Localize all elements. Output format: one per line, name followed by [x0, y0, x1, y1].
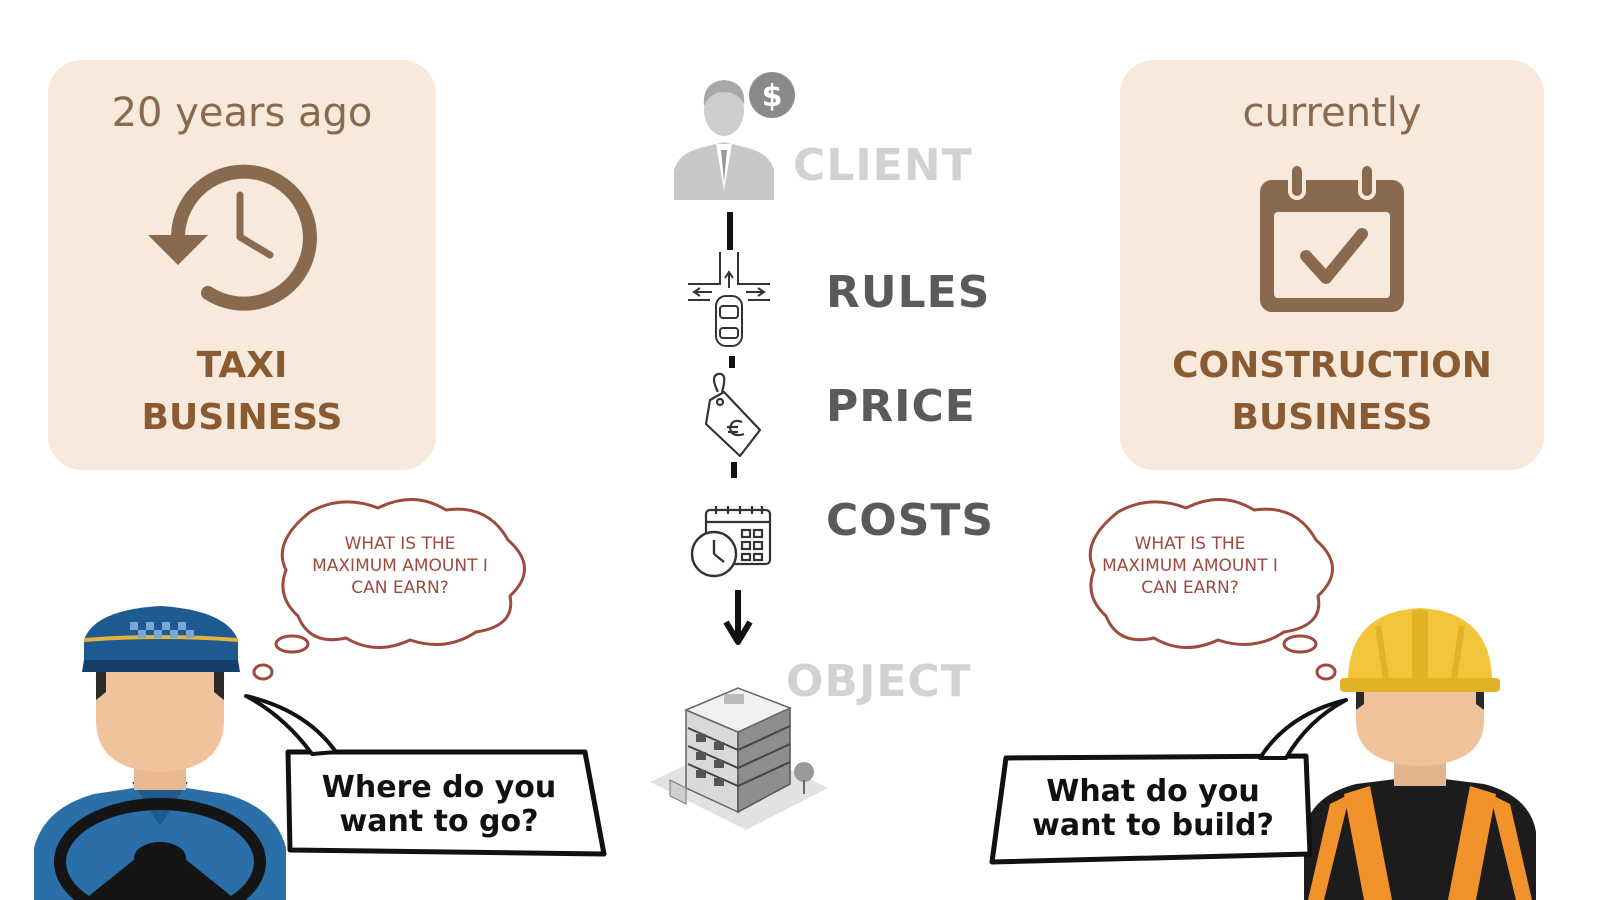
right-card-label-line2: BUSINESS: [1231, 397, 1433, 438]
left-thought-bubble: [252, 498, 526, 681]
right-thought-bubble: [1088, 498, 1337, 681]
left-thought-text: WHAT IS THE MAXIMUM AMOUNT I CAN EARN?: [312, 534, 488, 598]
left-speech-line1: Where do you: [321, 770, 557, 805]
step-label-price: PRICE: [826, 381, 976, 432]
svg-text:$: $: [762, 79, 783, 114]
step-label-costs: COSTS: [826, 495, 995, 546]
building-icon: [650, 687, 828, 830]
step-label-object: OBJECT: [786, 656, 972, 707]
right-card: currently CONSTRUCTION BUSINESS: [1120, 60, 1544, 470]
calendar-check-icon: [1260, 162, 1404, 312]
left-card-label-line1: TAXI: [196, 345, 288, 386]
step-label-rules: RULES: [826, 267, 991, 318]
right-thought-text: WHAT IS THE MAXIMUM AMOUNT I CAN EARN?: [1102, 534, 1278, 598]
price-tag-euro-icon: [704, 372, 762, 458]
flow-connector: [723, 212, 753, 645]
calendar-clock-icon: [690, 506, 772, 578]
step-label-client: CLIENT: [793, 140, 973, 191]
history-clock-icon: [148, 164, 317, 311]
right-speech-line2: want to build?: [1032, 808, 1274, 843]
left-speech-bubble: [244, 694, 607, 857]
left-card-title: 20 years ago: [111, 90, 373, 136]
client-person-dollar-icon: $: [674, 72, 795, 200]
taxi-driver-icon: [34, 606, 286, 900]
construction-worker-icon: [1304, 608, 1536, 900]
right-card-title: currently: [1242, 90, 1422, 136]
left-speech-line2: want to go?: [339, 804, 539, 839]
right-speech-bubble: [989, 698, 1348, 865]
road-intersection-car-icon: [688, 252, 770, 347]
right-card-label-line1: CONSTRUCTION: [1172, 345, 1492, 386]
left-card-label-line2: BUSINESS: [141, 397, 343, 438]
right-speech-line1: What do you: [1046, 774, 1260, 809]
left-card: 20 years ago TAXI BUSINESS: [48, 60, 436, 470]
